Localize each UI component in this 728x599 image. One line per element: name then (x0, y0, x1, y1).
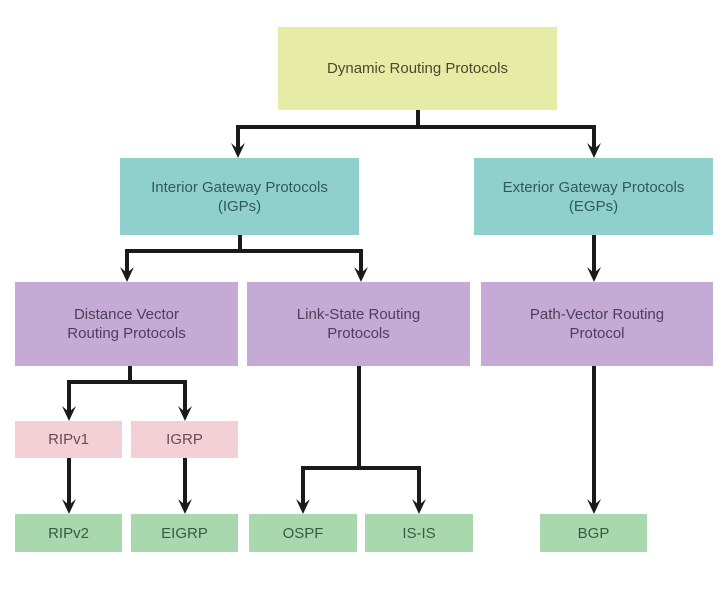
arrow-down-icon (354, 267, 368, 282)
arrow-down-icon (178, 406, 192, 421)
node-label: RIPv2 (48, 524, 89, 542)
node-eigrp: EIGRP (131, 514, 238, 552)
node-path-vector: Path-Vector Routing Protocol (481, 282, 713, 366)
arrow-down-icon (587, 499, 601, 514)
node-label: Link-State Routing Protocols (296, 306, 421, 342)
arrow-down-icon (178, 499, 192, 514)
node-label: Dynamic Routing Protocols (327, 60, 508, 77)
node-is-is: IS-IS (365, 514, 473, 552)
arrow-down-icon (587, 267, 601, 282)
node-label: OSPF (282, 524, 324, 542)
arrow-down-icon (62, 406, 76, 421)
node-ripv2: RIPv2 (15, 514, 122, 552)
node-label: IS-IS (402, 524, 436, 542)
node-label: Exterior Gateway Protocols (EGPs) (502, 178, 685, 215)
node-link-state: Link-State Routing Protocols (247, 282, 470, 366)
node-bgp: BGP (540, 514, 647, 552)
node-exterior-gateway-protocols: Exterior Gateway Protocols (EGPs) (474, 158, 713, 235)
arrow-down-icon (587, 143, 601, 158)
arrow-down-icon (62, 499, 76, 514)
arrow-down-icon (412, 499, 426, 514)
arrow-down-icon (296, 499, 310, 514)
node-label: Distance Vector Routing Protocols (67, 306, 186, 342)
arrow-down-icon (231, 143, 245, 158)
node-label: Path-Vector Routing Protocol (529, 306, 665, 342)
node-ripv1: RIPv1 (15, 421, 122, 458)
node-interior-gateway-protocols: Interior Gateway Protocols (IGPs) (120, 158, 359, 235)
node-label: RIPv1 (48, 431, 89, 448)
node-label: EIGRP (161, 524, 208, 542)
node-ospf: OSPF (249, 514, 357, 552)
node-igrp: IGRP (131, 421, 238, 458)
node-dynamic-routing-protocols: Dynamic Routing Protocols (278, 27, 557, 110)
node-label: IGRP (166, 431, 203, 448)
node-label: BGP (577, 524, 610, 542)
node-distance-vector: Distance Vector Routing Protocols (15, 282, 238, 366)
node-label: Interior Gateway Protocols (IGPs) (151, 178, 328, 215)
arrow-down-icon (120, 267, 134, 282)
